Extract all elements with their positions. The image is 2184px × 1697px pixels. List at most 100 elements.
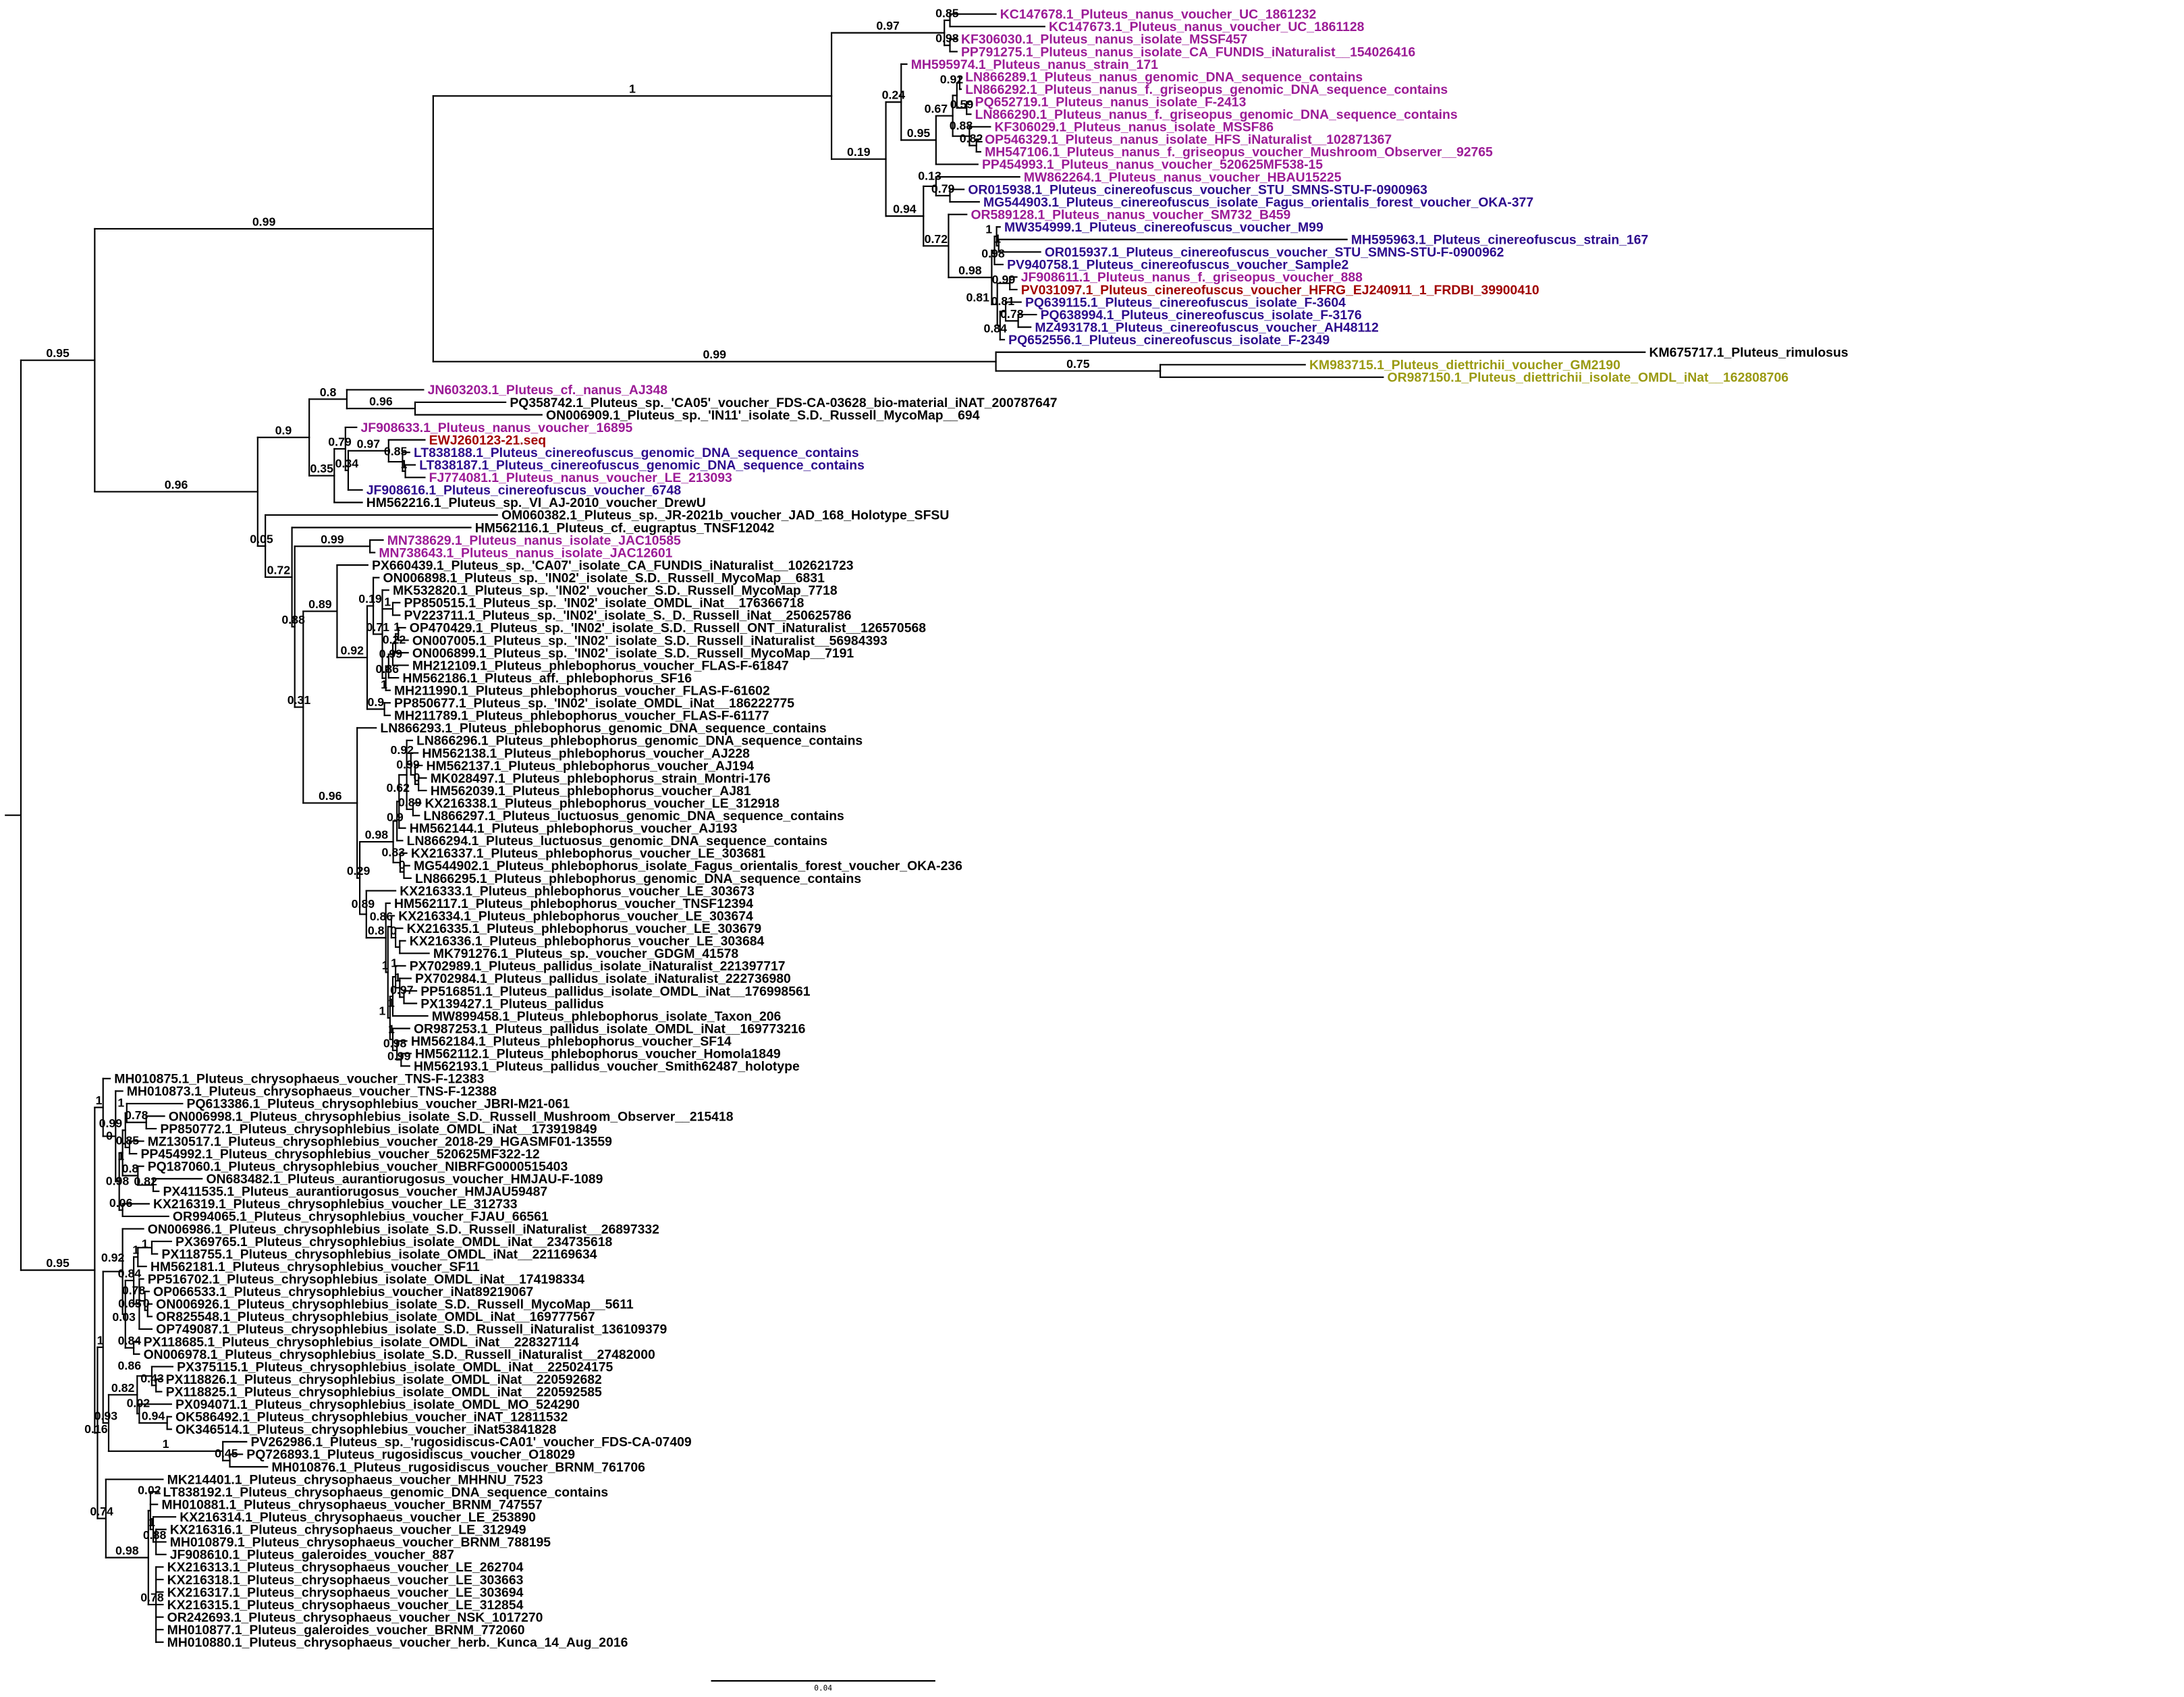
leaf-label: KX216333.1_Pluteus_phlebophorus_voucher_… <box>400 884 755 898</box>
leaf-label: MH595974.1_Pluteus_nanus_strain_171 <box>911 57 1158 72</box>
leaf-label: PV031097.1_Pluteus_cinereofuscus_voucher… <box>1021 283 1539 298</box>
support-value: 1 <box>391 957 398 970</box>
leaf-label: ON006926.1_Pluteus_chrysophlebius_isolat… <box>156 1297 634 1312</box>
support-value: 0.35 <box>310 462 333 475</box>
leaf-label: HM562186.1_Pluteus_aff._phlebophorus_SF1… <box>402 671 692 686</box>
leaf-label: MH211789.1_Pluteus_phlebophorus_voucher_… <box>394 709 769 724</box>
support-value: 0.96 <box>369 395 393 408</box>
support-value: 1 <box>382 959 389 972</box>
support-value: 1 <box>117 1149 124 1162</box>
leaf-label: OP470429.1_Pluteus_sp._'IN02'_isolate_S.… <box>410 621 926 636</box>
support-value: 0.74 <box>90 1505 113 1518</box>
support-value: 1 <box>381 678 387 691</box>
support-value: 0.99 <box>379 647 403 661</box>
support-value: 0.94 <box>893 203 917 216</box>
leaf-label: KX216314.1_Pluteus_chrysophaeus_voucher_… <box>180 1510 536 1525</box>
leaf-label: PP791275.1_Pluteus_nanus_isolate_CA_FUND… <box>961 45 1415 59</box>
support-value: 0.97 <box>357 437 381 450</box>
support-value: 1 <box>117 1096 124 1109</box>
support-value: 1 <box>394 971 401 984</box>
leaf-label: PV940758.1_Pluteus_cinereofuscus_voucher… <box>1007 258 1348 273</box>
leaf-label: ON006978.1_Pluteus_chrysophlebius_isolat… <box>144 1347 655 1362</box>
support-value: 0.8 <box>320 385 337 399</box>
leaf-label: HM562138.1_Pluteus_phlebophorus_voucher_… <box>422 746 750 761</box>
support-value: 0.13 <box>918 169 941 182</box>
leaf-label: KF306030.1_Pluteus_nanus_isolate_MSSF457 <box>961 32 1247 47</box>
leaf-label: EWJ260123-21.seq <box>429 433 546 448</box>
leaf-label: LN866297.1_Pluteus_luctuosus_genomic_DNA… <box>423 809 844 824</box>
support-value: 1 <box>384 595 391 609</box>
support-value: 0.84 <box>118 1266 142 1280</box>
leaf-label: KX216337.1_Pluteus_phlebophorus_voucher_… <box>411 846 766 861</box>
support-value: 0.31 <box>288 693 311 707</box>
leaf-label: KC147678.1_Pluteus_nanus_voucher_UC_1861… <box>1000 7 1317 22</box>
leaf-label: MK791276.1_Pluteus_sp._voucher_GDGM_4157… <box>433 946 739 961</box>
support-value: 0.72 <box>925 232 948 246</box>
support-value: 1 <box>148 1515 155 1529</box>
support-value: 0.94 <box>142 1409 165 1423</box>
support-value: 0 <box>414 770 420 784</box>
support-value: 0.88 <box>950 119 973 132</box>
leaf-label: JF908633.1_Pluteus_nanus_voucher_16895 <box>361 421 633 435</box>
support-value: 0.99 <box>321 533 344 546</box>
support-value: 0.88 <box>143 1528 167 1542</box>
scale-bar: 0.04 <box>711 1680 935 1693</box>
support-value: 1 <box>994 232 1001 245</box>
leaf-label: ON006909.1_Pluteus_sp._'IN11'_isolate_S.… <box>546 408 980 423</box>
support-value: 0.88 <box>281 613 305 626</box>
support-value: 0.71 <box>366 620 390 634</box>
leaf-label: KX216316.1_Pluteus_chrysophaeus_voucher_… <box>170 1523 526 1538</box>
leaf-label: MK214401.1_Pluteus_chrysophaeus_voucher_… <box>167 1472 543 1487</box>
support-values: 0.850.980.970.920.590.820.880.670.950.24… <box>46 7 1089 1605</box>
leaf-label: MH010873.1_Pluteus_chrysophaeus_voucher_… <box>127 1084 497 1099</box>
leaf-label: KC147673.1_Pluteus_nanus_voucher_UC_1861… <box>1049 20 1365 34</box>
support-value: 0.97 <box>876 19 900 32</box>
support-value: 0.02 <box>138 1484 161 1497</box>
support-value: 1 <box>388 1022 395 1035</box>
leaf-label: KM675717.1_Pluteus_rimulosus <box>1649 346 1849 360</box>
support-value: 0.78 <box>125 1108 148 1122</box>
leaf-label: OM060382.1_Pluteus_sp._JR-2021b_voucher_… <box>501 508 949 523</box>
support-value: 0.95 <box>46 1256 70 1270</box>
leaf-label: MH010876.1_Pluteus_rugosidiscus_voucher_… <box>271 1460 645 1475</box>
support-value: 0.99 <box>396 757 420 771</box>
leaf-label: OP546329.1_Pluteus_nanus_isolate_HFS_iNa… <box>985 132 1392 147</box>
leaf-labels: KC147678.1_Pluteus_nanus_voucher_UC_1861… <box>114 7 1848 1650</box>
leaf-label: FJ774081.1_Pluteus_nanus_voucher_LE_2130… <box>429 470 732 485</box>
leaf-label: MN738629.1_Pluteus_nanus_isolate_JAC1058… <box>387 533 681 548</box>
support-value: 0.9 <box>275 423 292 437</box>
support-value: 0.79 <box>931 182 955 195</box>
support-value: 0.29 <box>347 864 371 878</box>
leaf-label: OR994065.1_Pluteus_chrysophlebius_vouche… <box>173 1210 549 1224</box>
support-value: 0.05 <box>250 532 273 545</box>
support-value: 0.95 <box>907 126 931 140</box>
leaf-label: MH010881.1_Pluteus_chrysophaeus_voucher_… <box>161 1497 542 1512</box>
leaf-label: OR015937.1_Pluteus_cinereofuscus_voucher… <box>1045 245 1504 260</box>
support-value: 0.98 <box>106 1175 130 1188</box>
support-value: 0.84 <box>984 322 1008 335</box>
leaf-label: LN866293.1_Pluteus_phlebophorus_genomic_… <box>380 721 826 736</box>
leaf-label: MW862264.1_Pluteus_nanus_voucher_HBAU152… <box>1024 170 1342 185</box>
support-value: 0.83 <box>382 845 406 859</box>
leaf-label: LN866289.1_Pluteus_nanus_genomic_DNA_seq… <box>965 70 1363 84</box>
leaf-label: MH010877.1_Pluteus_galeroides_voucher_BR… <box>167 1623 525 1638</box>
support-value: 0.89 <box>352 897 375 911</box>
support-value: 0 <box>143 1297 150 1310</box>
leaf-label: MH547106.1_Pluteus_nanus_f._griseopus_vo… <box>985 145 1493 160</box>
leaf-label: PQ726893.1_Pluteus_rugosidiscus_voucher_… <box>246 1447 575 1462</box>
support-value: 1 <box>401 457 408 470</box>
support-value: 0.45 <box>215 1447 238 1460</box>
support-value: 0.98 <box>981 246 1005 260</box>
leaf-label: KX216336.1_Pluteus_phlebophorus_voucher_… <box>410 934 765 949</box>
leaf-label: HM562193.1_Pluteus_pallidus_voucher_Smit… <box>414 1059 800 1074</box>
leaf-label: MW899458.1_Pluteus_phlebophorus_isolate_… <box>432 1009 782 1024</box>
support-value: 0.86 <box>375 662 399 676</box>
leaf-label: KX216315.1_Pluteus_chrysophaeus_voucher_… <box>167 1598 524 1613</box>
support-value: 0 <box>390 924 397 938</box>
leaf-label: PX369765.1_Pluteus_chrysophlebius_isolat… <box>175 1235 612 1249</box>
leaf-label: LN866290.1_Pluteus_nanus_f._griseopus_ge… <box>975 107 1458 122</box>
leaf-label: PQ358742.1_Pluteus_sp._'CA05'_voucher_FD… <box>510 396 1057 410</box>
leaf-label: JN603203.1_Pluteus_cf._nanus_AJ348 <box>428 383 668 398</box>
leaf-label: PQ652719.1_Pluteus_nanus_isolate_F-2413 <box>975 95 1247 109</box>
leaf-label: MH212109.1_Pluteus_phlebophorus_voucher_… <box>412 658 789 673</box>
